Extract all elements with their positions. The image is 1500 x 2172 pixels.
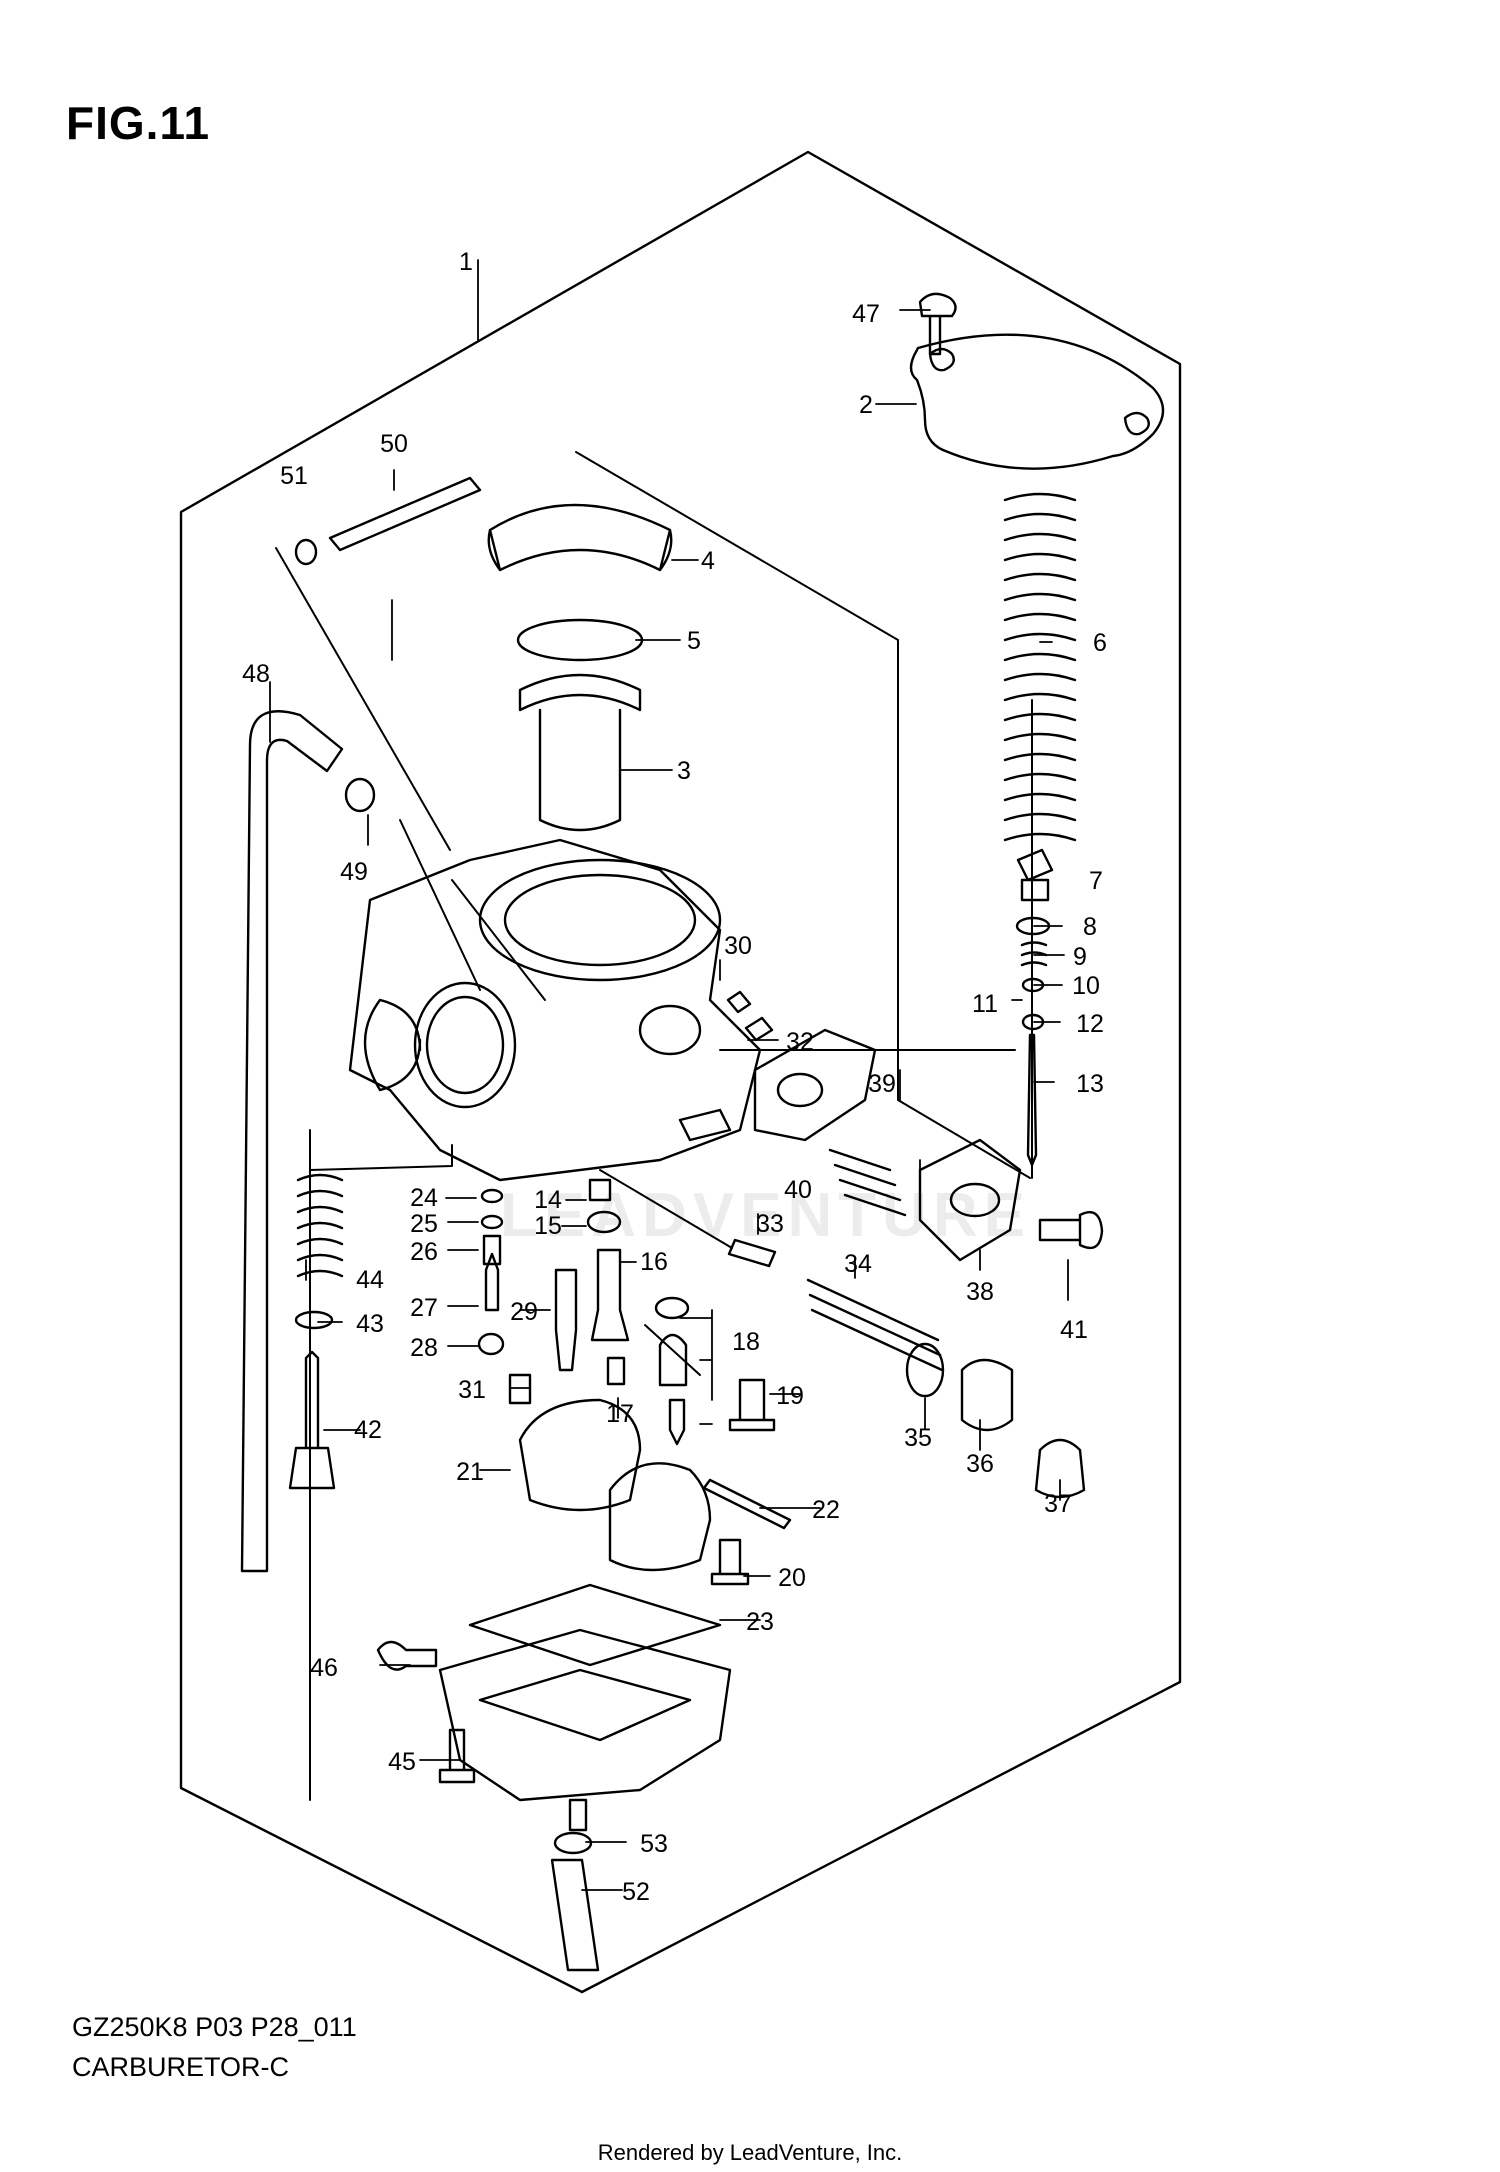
callout-40: 40 — [784, 1176, 812, 1204]
callout-14: 14 — [534, 1186, 562, 1214]
callout-41: 41 — [1060, 1316, 1088, 1344]
callout-52: 52 — [622, 1878, 650, 1906]
callout-38: 38 — [966, 1278, 994, 1306]
parts-artwork — [240, 292, 1165, 1972]
callout-4: 4 — [701, 547, 715, 575]
callout-27: 27 — [410, 1294, 438, 1322]
callout-9: 9 — [1073, 943, 1087, 971]
callout-29: 29 — [510, 1298, 538, 1326]
figure-title: FIG.11 — [66, 97, 211, 149]
callout-11: 11 — [972, 990, 998, 1018]
callout-7: 7 — [1089, 867, 1103, 895]
callout-30: 30 — [724, 932, 752, 960]
callout-45: 45 — [388, 1748, 416, 1776]
callout-51: 51 — [280, 462, 308, 490]
callout-2: 2 — [859, 391, 873, 419]
callout-33: 33 — [756, 1210, 784, 1238]
callout-43: 43 — [356, 1310, 384, 1338]
callout-25: 25 — [410, 1210, 438, 1238]
callout-16: 16 — [640, 1248, 668, 1276]
callout-35: 35 — [904, 1424, 932, 1452]
callout-21: 21 — [456, 1458, 484, 1486]
callout-8: 8 — [1083, 913, 1097, 941]
callout-6: 6 — [1093, 629, 1107, 657]
model-code: GZ250K8 P03 P28_011 — [72, 2012, 357, 2042]
assembly-boundary — [179, 150, 1182, 1994]
callout-17: 17 — [606, 1400, 634, 1428]
callout-34: 34 — [844, 1250, 872, 1278]
callout-53: 53 — [640, 1830, 668, 1858]
footer-credit: Rendered by LeadVenture, Inc. — [597, 2140, 903, 2165]
callout-46: 46 — [310, 1654, 338, 1682]
figure-caption: CARBURETOR-C — [72, 2052, 290, 2082]
guide-lines — [275, 451, 1033, 1801]
callout-47: 47 — [852, 300, 880, 328]
callout-31: 31 — [458, 1376, 486, 1404]
callout-42: 42 — [354, 1416, 382, 1444]
callout-22: 22 — [812, 1496, 840, 1524]
callout-32: 32 — [786, 1028, 814, 1056]
callout-36: 36 — [966, 1450, 994, 1478]
callout-20: 20 — [778, 1564, 806, 1592]
callout-26: 26 — [410, 1238, 438, 1266]
callout-12: 12 — [1076, 1010, 1104, 1038]
callout-10: 10 — [1072, 972, 1100, 1000]
callout-15: 15 — [534, 1212, 562, 1240]
callout-3: 3 — [677, 757, 691, 785]
callout-28: 28 — [410, 1334, 438, 1362]
callout-19: 19 — [776, 1382, 804, 1410]
callout-5: 5 — [687, 627, 701, 655]
callout-50: 50 — [380, 430, 408, 458]
callout-37: 37 — [1044, 1490, 1072, 1518]
callout-39: 39 — [868, 1070, 896, 1098]
callout-leaders — [269, 259, 1069, 1891]
callout-49: 49 — [340, 858, 368, 886]
callout-24: 24 — [410, 1184, 438, 1212]
callout-18: 18 — [732, 1328, 760, 1356]
callout-13: 13 — [1076, 1070, 1104, 1098]
callout-labels: 1 2 3 4 5 6 7 8 9 10 11 12 13 14 15 16 1… — [242, 248, 1107, 1906]
callout-44: 44 — [356, 1266, 384, 1294]
callout-23: 23 — [746, 1608, 774, 1636]
callout-1: 1 — [459, 248, 473, 276]
callout-48: 48 — [242, 660, 270, 688]
